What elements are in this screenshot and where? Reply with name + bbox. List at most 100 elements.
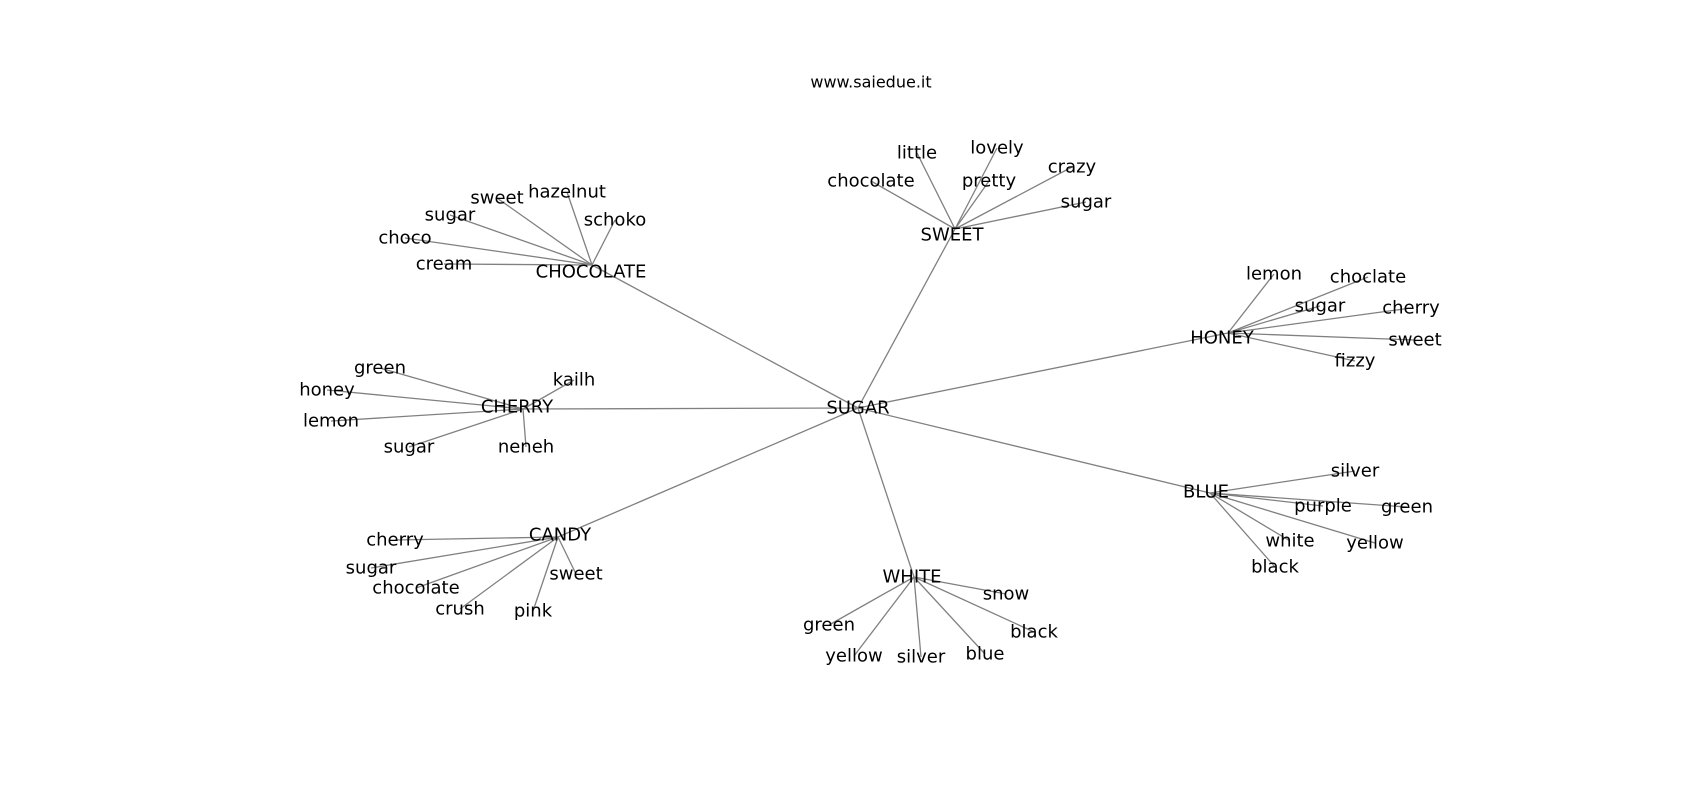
leaf-node-candy-sugar: sugar bbox=[346, 558, 397, 579]
leaf-node-cherry-neneh: neneh bbox=[498, 437, 554, 458]
leaf-node-white-blue: blue bbox=[966, 644, 1005, 665]
hub-node-sweet: SWEET bbox=[921, 225, 985, 246]
edge-candy-chocolate bbox=[415, 536, 559, 589]
edge-chocolate-sugar bbox=[449, 214, 593, 266]
edge-blue-yellow bbox=[1209, 492, 1376, 544]
edge-chocolate-choco bbox=[404, 237, 593, 266]
edge-chocolate-hazelnut bbox=[566, 191, 593, 266]
edge-layer bbox=[326, 147, 1416, 658]
edge-honey-cherry bbox=[1227, 307, 1412, 334]
leaf-node-chocolate-schoko: schoko bbox=[584, 210, 647, 231]
edge-center-white bbox=[857, 407, 915, 578]
hub-node-candy: CANDY bbox=[529, 525, 592, 546]
edge-candy-sugar bbox=[370, 536, 559, 569]
edge-cherry-honey bbox=[326, 389, 524, 410]
site-watermark: www.saiedue.it bbox=[810, 73, 931, 92]
leaf-node-cherry-kailh: kailh bbox=[553, 370, 596, 391]
edge-chocolate-schoko bbox=[591, 219, 616, 266]
edge-center-honey bbox=[857, 332, 1229, 409]
leaf-node-candy-cherry: cherry bbox=[366, 530, 424, 551]
edge-white-blue bbox=[913, 576, 986, 655]
edge-candy-sweet bbox=[557, 536, 577, 575]
edge-white-black bbox=[913, 576, 1035, 633]
edge-blue-green bbox=[1209, 492, 1408, 508]
edge-candy-cherry bbox=[394, 536, 559, 541]
leaf-node-chocolate-hazelnut: hazelnut bbox=[528, 182, 606, 203]
leaf-node-blue-purple: purple bbox=[1294, 496, 1352, 517]
edge-sweet-crazy bbox=[954, 166, 1073, 230]
edge-cherry-lemon bbox=[330, 408, 524, 422]
leaf-node-chocolate-sugar: sugar bbox=[425, 205, 476, 226]
edge-white-yellow bbox=[853, 576, 915, 657]
leaf-node-cherry-green: green bbox=[354, 358, 406, 379]
hub-node-cherry: CHERRY bbox=[481, 397, 554, 418]
edge-sweet-lovely bbox=[954, 147, 998, 230]
edge-cherry-green bbox=[379, 367, 524, 410]
edge-center-candy bbox=[557, 407, 859, 538]
leaf-node-honey-sugar: sugar bbox=[1295, 296, 1346, 317]
leaf-node-sweet-sugar: sugar bbox=[1061, 192, 1112, 213]
edge-cherry-neneh bbox=[522, 408, 527, 448]
leaf-node-white-green: green bbox=[803, 615, 855, 636]
leaf-node-chocolate-cream: cream bbox=[416, 254, 473, 275]
edge-white-snow bbox=[913, 576, 1007, 595]
leaf-node-candy-chocolate: chocolate bbox=[372, 578, 459, 599]
edge-blue-purple bbox=[1209, 492, 1324, 507]
center-node-label: SUGAR bbox=[826, 398, 889, 419]
edge-sweet-chocolate bbox=[870, 180, 956, 230]
leaf-node-blue-green: green bbox=[1381, 497, 1433, 518]
leaf-node-chocolate-sweet: sweet bbox=[470, 188, 523, 209]
edge-sweet-pretty bbox=[954, 180, 990, 230]
edge-chocolate-sweet bbox=[496, 197, 593, 266]
leaf-node-candy-sweet: sweet bbox=[549, 564, 602, 585]
edge-honey-lemon bbox=[1227, 273, 1275, 334]
leaf-node-blue-yellow: yellow bbox=[1346, 533, 1403, 554]
leaf-node-honey-choclate: choclate bbox=[1330, 267, 1406, 288]
hub-node-chocolate: CHOCOLATE bbox=[536, 262, 647, 283]
edge-honey-fizzy bbox=[1227, 332, 1356, 362]
leaf-node-candy-crush: crush bbox=[435, 599, 485, 620]
leaf-node-blue-silver: silver bbox=[1331, 461, 1380, 482]
edge-honey-choclate bbox=[1227, 276, 1369, 334]
leaf-node-honey-cherry: cherry bbox=[1382, 298, 1440, 319]
leaf-node-honey-sweet: sweet bbox=[1388, 330, 1441, 351]
edge-cherry-kailh bbox=[522, 379, 575, 410]
edge-candy-pink bbox=[532, 536, 559, 612]
edge-chocolate-cream bbox=[443, 263, 593, 266]
edge-candy-crush bbox=[459, 536, 559, 610]
edge-center-blue bbox=[857, 407, 1211, 494]
leaf-node-candy-pink: pink bbox=[514, 601, 553, 622]
edge-center-cherry bbox=[522, 407, 859, 410]
leaf-node-sweet-little: little bbox=[897, 143, 937, 164]
edge-white-green bbox=[828, 576, 915, 626]
leaf-node-sweet-crazy: crazy bbox=[1048, 157, 1097, 178]
leaf-node-cherry-honey: honey bbox=[299, 380, 355, 401]
edge-blue-white bbox=[1209, 492, 1291, 542]
label-layer: SUGAR SWEET little lovely chocolate pretty cra… bbox=[299, 138, 1441, 668]
leaf-node-honey-fizzy: fizzy bbox=[1335, 351, 1376, 372]
edge-white-silver bbox=[913, 576, 922, 658]
edge-sweet-little bbox=[916, 152, 956, 230]
leaf-node-white-yellow: yellow bbox=[825, 646, 882, 667]
leaf-node-blue-white: white bbox=[1265, 531, 1314, 552]
hub-node-honey: HONEY bbox=[1190, 328, 1255, 349]
leaf-node-cherry-lemon: lemon bbox=[303, 411, 359, 432]
leaf-node-white-black: black bbox=[1010, 622, 1058, 643]
hub-node-white: WHITE bbox=[882, 567, 941, 588]
hub-node-blue: BLUE bbox=[1183, 482, 1229, 503]
leaf-node-cherry-sugar: sugar bbox=[384, 437, 435, 458]
leaf-node-white-silver: silver bbox=[897, 647, 946, 668]
leaf-node-sweet-chocolate: chocolate bbox=[827, 171, 914, 192]
leaf-node-sweet-lovely: lovely bbox=[970, 138, 1024, 159]
edge-blue-black bbox=[1209, 492, 1276, 568]
edge-blue-silver bbox=[1209, 470, 1356, 494]
edge-center-chocolate bbox=[591, 264, 859, 409]
leaf-node-sweet-pretty: pretty bbox=[962, 171, 1017, 192]
leaf-node-chocolate-choco: choco bbox=[378, 228, 431, 249]
edge-honey-sugar bbox=[1227, 305, 1321, 334]
leaf-node-honey-lemon: lemon bbox=[1246, 264, 1302, 285]
leaf-node-white-snow: snow bbox=[983, 584, 1030, 605]
edge-center-sweet bbox=[857, 228, 956, 409]
edge-cherry-sugar bbox=[408, 408, 524, 448]
